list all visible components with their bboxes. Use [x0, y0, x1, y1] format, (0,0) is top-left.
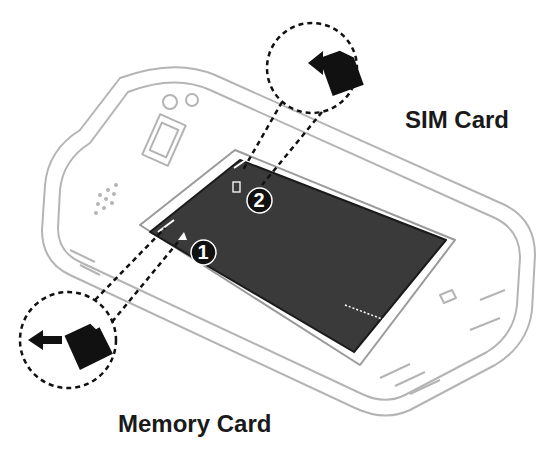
callout-circle: 1: [190, 239, 217, 266]
callout-circle: 2: [246, 187, 273, 214]
callout-number: 2: [253, 189, 264, 212]
part-label: Memory Card: [118, 410, 271, 438]
callout-number: 1: [197, 241, 208, 264]
part-label: SIM Card: [405, 106, 509, 134]
